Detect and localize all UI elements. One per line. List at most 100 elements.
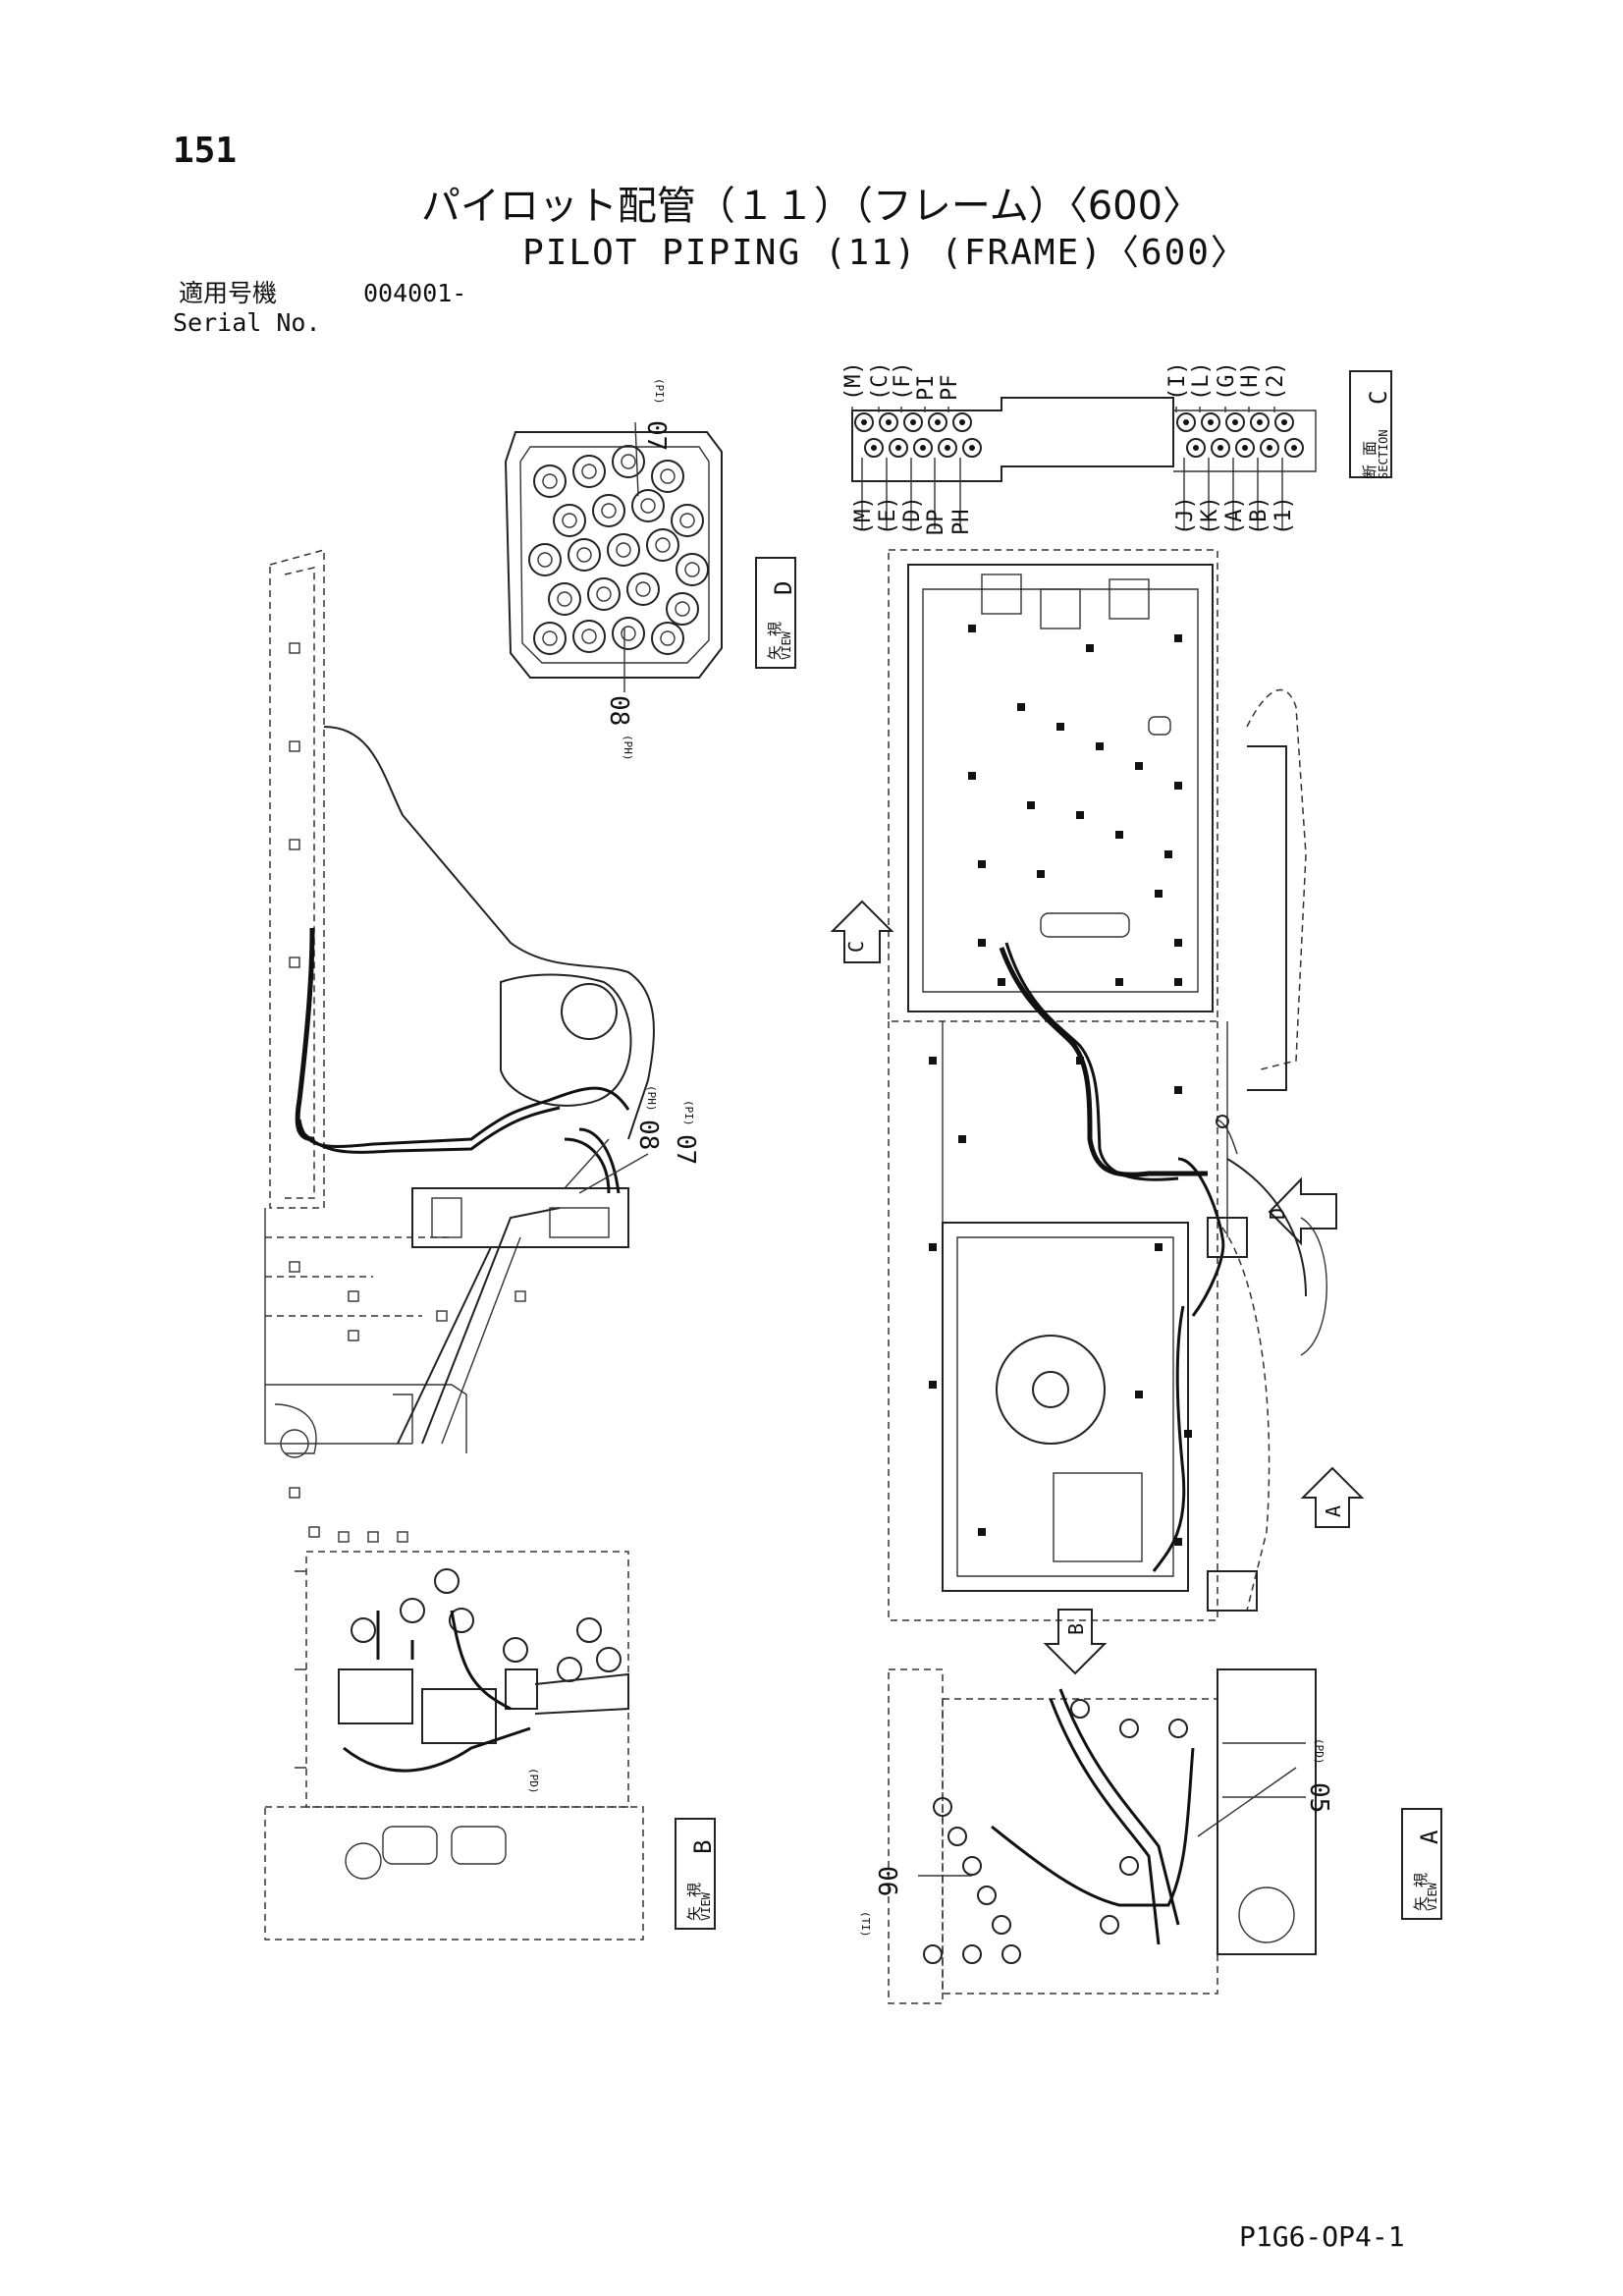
section-c-port-label: (J)	[1173, 496, 1198, 535]
valve-fitting	[528, 543, 562, 576]
callout-07-mid: 07	[671, 1134, 700, 1165]
document-code: P1G6-OP4-1	[1239, 2220, 1405, 2253]
fitting	[449, 1608, 474, 1633]
valve-fitting	[572, 455, 606, 488]
section-c-port-label: (G)	[1215, 361, 1239, 401]
port-fitting	[928, 412, 947, 432]
frame-bolt	[289, 1261, 300, 1273]
plan-bolt	[1135, 1391, 1143, 1398]
plan-bolt	[929, 1243, 937, 1251]
view-a-letter: A	[1416, 1830, 1443, 1844]
frame-bolt	[289, 1487, 300, 1499]
plan-bolt	[1164, 850, 1172, 858]
plan-bolt	[1115, 831, 1123, 839]
plan-bolt	[1056, 723, 1064, 731]
view-d-valve-block: 07 (PI) 08 (PH) 矢 視 VIEW D	[504, 378, 797, 761]
plan-bolt	[1135, 762, 1143, 770]
section-c-en: SECTION	[1377, 429, 1390, 479]
fitting	[596, 1647, 622, 1672]
port-fitting	[1260, 438, 1279, 458]
fitting	[992, 1915, 1011, 1935]
port-fitting	[1176, 412, 1196, 432]
plan-bolt	[1076, 811, 1084, 819]
callout-pd-small: (PD)	[527, 1768, 540, 1794]
plan-bolt	[998, 978, 1005, 986]
plan-bolt	[1027, 801, 1035, 809]
valve-fitting	[612, 445, 645, 478]
callout-06: 06	[872, 1866, 901, 1896]
callout-05: 05	[1304, 1782, 1333, 1813]
plan-bolt	[1174, 1538, 1182, 1546]
valve-fitting	[631, 489, 665, 522]
page-title-jp: パイロット配管（１１）（フレーム）〈600〉	[420, 184, 1203, 229]
port-fitting	[952, 412, 972, 432]
fitting	[1119, 1719, 1139, 1738]
view-b-detail: (PD) 矢 視 VIEW B	[264, 1551, 717, 1941]
view-b-en: VIEW	[699, 1891, 713, 1921]
fitting	[557, 1657, 582, 1682]
valve-fitting	[607, 533, 640, 567]
view-a-jp: 矢 視	[1412, 1873, 1430, 1911]
view-d-en: VIEW	[780, 630, 793, 660]
view-a-en: VIEW	[1426, 1882, 1439, 1911]
frame-side-view: 08 (PH) 07 (PI)	[264, 549, 700, 1543]
plan-bolt	[958, 1135, 966, 1143]
section-c-port-label: PI	[914, 375, 939, 402]
section-c-letter: C	[1365, 391, 1392, 405]
plan-bolt	[978, 860, 986, 868]
frame-bolt	[289, 740, 300, 752]
section-c-port-label: PH	[949, 510, 974, 536]
plan-bolt	[1037, 870, 1045, 878]
fitting	[1001, 1944, 1021, 1964]
port-fitting	[864, 438, 884, 458]
plan-bolt	[978, 939, 986, 947]
valve-fitting	[568, 538, 601, 572]
port-fitting	[1225, 412, 1245, 432]
view-a-detail: 05 (PD) 06 (TI) 矢 視 VIEW A	[859, 1668, 1443, 2004]
section-c-port-label: (C)	[868, 361, 893, 401]
fitting	[503, 1637, 528, 1663]
valve-fitting	[533, 465, 567, 498]
callout-08-mid: 08	[633, 1120, 663, 1150]
frame-bolt	[289, 839, 300, 850]
plan-bolt	[929, 1057, 937, 1065]
valve-fitting	[548, 582, 581, 616]
valve-fitting	[553, 504, 586, 537]
frame-bolt	[348, 1290, 359, 1302]
page-number: 151	[173, 131, 238, 171]
plan-bolt	[1086, 644, 1094, 652]
view-b-letter: B	[689, 1840, 717, 1854]
callout-08-top-sub: (PH)	[622, 735, 634, 761]
frame-bolt	[436, 1310, 448, 1322]
section-c-port-label: (M)	[841, 361, 866, 401]
fitting	[977, 1886, 997, 1905]
fitting	[933, 1797, 952, 1817]
page-title-en: PILOT PIPING (11) (FRAME)〈600〉	[522, 233, 1248, 273]
callout-07-top: 07	[641, 420, 671, 451]
arrow-a-label: A	[1322, 1505, 1345, 1517]
port-fitting	[879, 412, 898, 432]
valve-fitting	[533, 622, 567, 655]
frame-plan-view: C D A B	[830, 549, 1365, 1675]
view-b-jp: 矢 視	[685, 1883, 703, 1921]
fitting	[962, 1944, 982, 1964]
port-fitting	[1201, 412, 1220, 432]
frame-bolt	[514, 1290, 526, 1302]
view-d-letter: D	[770, 581, 797, 595]
arrow-d-label: D	[1266, 1208, 1289, 1220]
section-c-port-label: (D)	[900, 496, 925, 535]
fitting	[1168, 1719, 1188, 1738]
plan-bolt	[1096, 742, 1104, 750]
plan-bolt	[1155, 890, 1163, 898]
port-fitting	[1186, 438, 1206, 458]
frame-bolt	[289, 642, 300, 654]
section-c-port-label: (I)	[1165, 361, 1190, 401]
port-fitting	[938, 438, 957, 458]
section-c-port-label: (B)	[1247, 496, 1271, 535]
callout-08-top: 08	[604, 695, 633, 726]
section-c-jp: 断 面	[1361, 441, 1379, 479]
serial-label-en: Serial No.	[173, 308, 321, 337]
valve-fitting	[666, 592, 699, 626]
